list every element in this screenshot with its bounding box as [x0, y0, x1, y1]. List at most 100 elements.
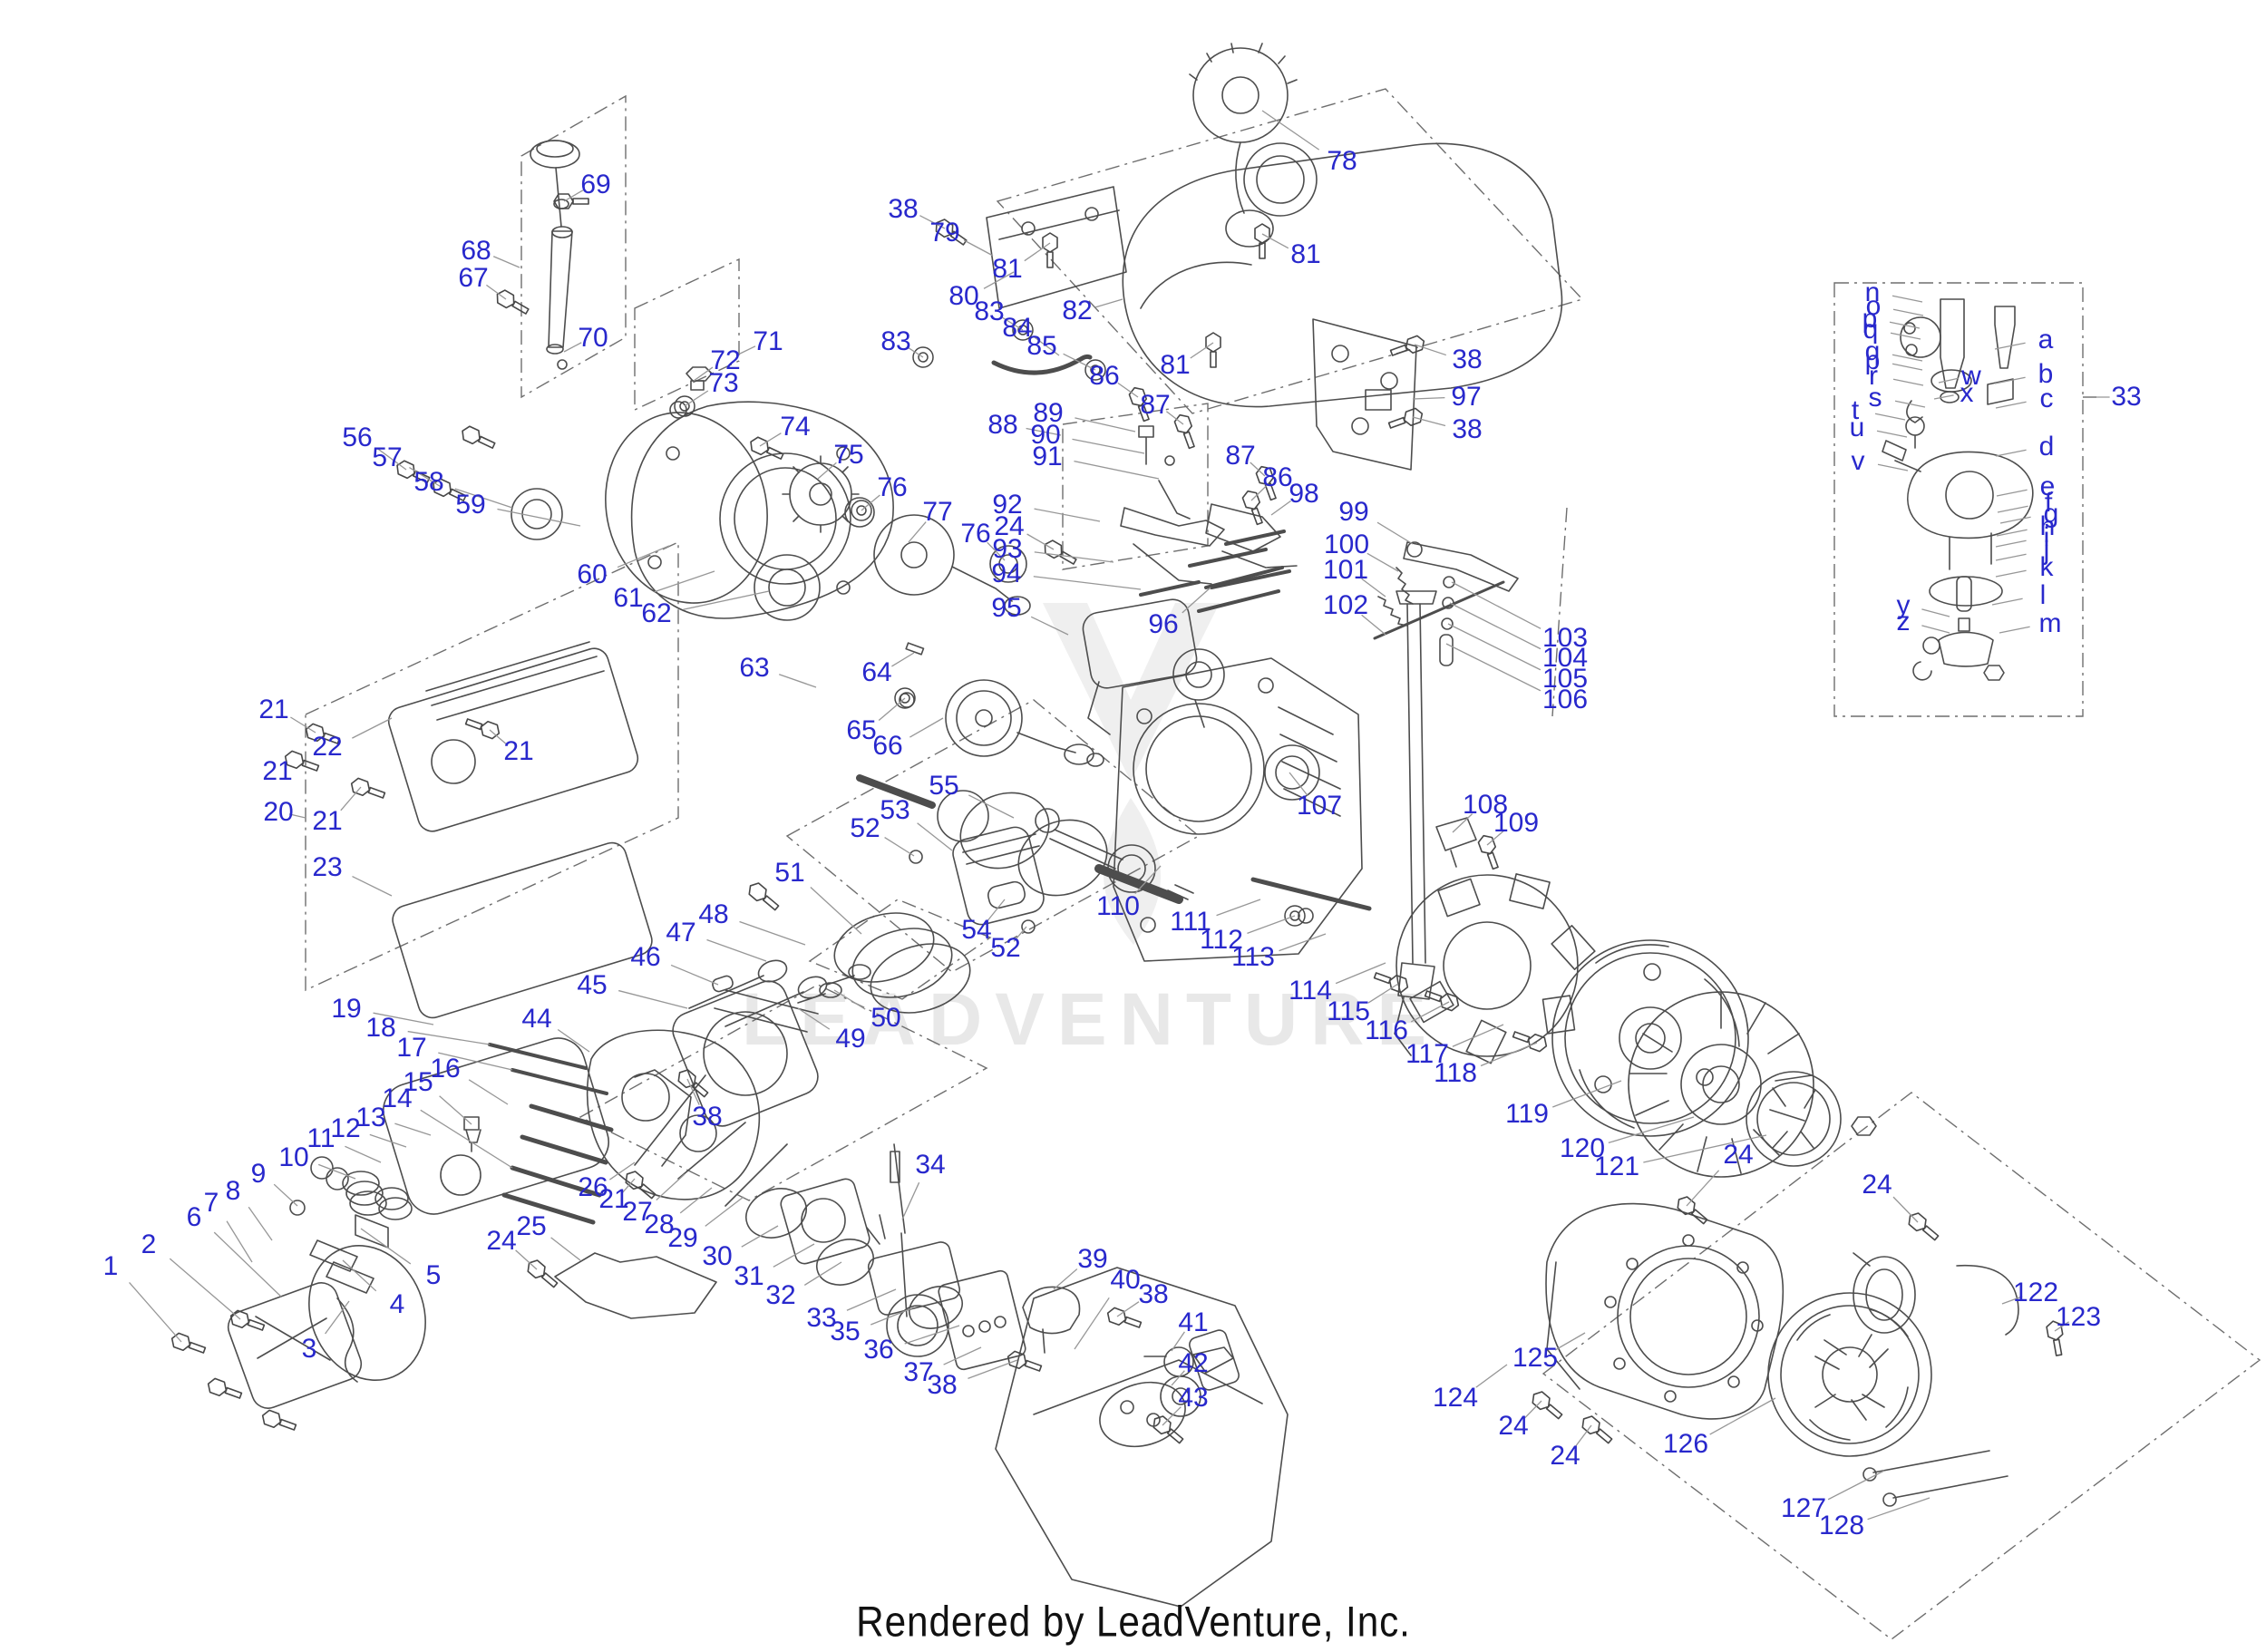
valve-springs — [342, 1171, 413, 1220]
part-label-68: 68 — [461, 236, 491, 266]
leader-line-9 — [273, 1183, 298, 1207]
leader-line-95 — [1030, 616, 1069, 636]
part-label-42: 42 — [1178, 1348, 1209, 1378]
leader-line-1 — [129, 1282, 182, 1343]
leader-line-21 — [489, 729, 508, 745]
leader-line-39 — [1053, 1268, 1078, 1290]
leader-line-13 — [394, 1122, 432, 1136]
part-label-118: 118 — [1434, 1058, 1477, 1088]
part-label-117: 117 — [1405, 1039, 1449, 1069]
crankshaft — [856, 774, 1194, 904]
part-label-31: 31 — [734, 1261, 764, 1291]
part-label-49: 49 — [835, 1024, 866, 1054]
governor-links — [634, 1069, 788, 1207]
leader-line-89 — [1075, 417, 1136, 432]
part-label-65: 65 — [846, 715, 877, 745]
part-label-109: 109 — [1493, 808, 1540, 838]
leader-line-12 — [369, 1133, 407, 1148]
part-label-80: 80 — [948, 281, 979, 311]
leader-line-66 — [909, 717, 944, 738]
leader-line-122 — [2001, 1296, 2023, 1305]
part-label-60: 60 — [577, 559, 608, 589]
part-label-w: w — [1961, 361, 1981, 391]
part-label-66: 66 — [872, 731, 903, 761]
part-label-19: 19 — [331, 994, 362, 1024]
leader-line-94 — [1033, 576, 1142, 590]
crankshaft-box — [785, 699, 1201, 973]
part-label-72: 72 — [710, 345, 741, 375]
part-label-90: 90 — [1030, 420, 1061, 450]
leader-line-64 — [891, 652, 915, 667]
leader-line-21 — [290, 716, 316, 734]
engine-parts — [169, 43, 2067, 1608]
leader-line-c — [1995, 401, 2027, 409]
leader-line-47 — [706, 938, 767, 962]
leader-line-24 — [1575, 1424, 1592, 1447]
head-stud — [1250, 877, 1372, 911]
leader-line-79 — [963, 239, 994, 257]
head-bolts — [501, 1103, 614, 1225]
part-label-24: 24 — [1498, 1411, 1529, 1441]
push-rods — [714, 989, 819, 1033]
leader-line-m — [1999, 626, 2030, 634]
leader-line-f — [1997, 505, 2028, 513]
part-label-87: 87 — [1140, 390, 1171, 420]
leader-line-114 — [1335, 962, 1386, 985]
part-label-95: 95 — [991, 593, 1022, 623]
part-label-54: 54 — [961, 915, 992, 945]
rocker-arms — [309, 1239, 374, 1294]
part-label-48: 48 — [698, 899, 729, 929]
leader-line-41 — [1171, 1331, 1185, 1352]
leader-line-52 — [884, 837, 915, 857]
part-label-69: 69 — [580, 170, 611, 199]
part-label-21: 21 — [503, 736, 534, 766]
part-label-34: 34 — [915, 1150, 946, 1180]
leader-line-2 — [169, 1258, 241, 1320]
part-label-89: 89 — [1033, 398, 1064, 428]
leader-line-117 — [1452, 1024, 1504, 1047]
breather-tube — [336, 1297, 358, 1383]
part-label-88: 88 — [987, 410, 1018, 440]
pin-clip2 — [1021, 919, 1036, 934]
part-label-85: 85 — [1026, 331, 1057, 361]
camshaft-timing-gear — [873, 514, 1031, 616]
heat-shield — [554, 1252, 717, 1319]
part-label-d: d — [2038, 432, 2055, 462]
leader-line-l — [1991, 598, 2023, 606]
choke-control-parts — [1120, 425, 1225, 585]
part-label-121: 121 — [1593, 1152, 1640, 1181]
fuel-tank — [1122, 142, 1563, 408]
ball-bearing — [754, 554, 821, 621]
part-label-93: 93 — [992, 534, 1023, 564]
part-label-5: 5 — [425, 1260, 442, 1290]
leader-line-81 — [1190, 342, 1214, 359]
part-label-107: 107 — [1296, 791, 1343, 821]
starter-rope-spring — [1956, 1264, 2019, 1336]
leader-line-69 — [563, 189, 584, 202]
part-label-13: 13 — [355, 1103, 386, 1132]
part-label-22: 22 — [312, 732, 343, 762]
tank-guard-bracket — [986, 186, 1127, 309]
leader-line-107 — [1289, 772, 1308, 796]
carburetor-detail-box — [1833, 282, 2084, 717]
leader-line-103 — [1451, 581, 1541, 629]
part-label-12: 12 — [330, 1113, 361, 1143]
part-label-126: 126 — [1662, 1429, 1709, 1459]
leader-line-118 — [1480, 1042, 1538, 1067]
leader-line-q — [1890, 332, 1921, 340]
leader-line-4 — [342, 1259, 377, 1292]
flywheel — [1551, 939, 1749, 1137]
connecting-rod — [1035, 808, 1156, 893]
leader-line-h — [1996, 529, 2028, 537]
leader-line-i — [1995, 539, 2027, 548]
leader-line-119 — [1552, 1080, 1622, 1108]
leader-line-90 — [1072, 438, 1145, 454]
oil-dipstick — [530, 140, 580, 370]
part-label-32: 32 — [765, 1280, 796, 1310]
part-label-57: 57 — [372, 442, 403, 472]
part-label-51: 51 — [774, 858, 805, 888]
piston-rings — [833, 912, 971, 1014]
rocker-cover — [227, 1282, 363, 1409]
leader-line-106 — [1445, 643, 1541, 692]
